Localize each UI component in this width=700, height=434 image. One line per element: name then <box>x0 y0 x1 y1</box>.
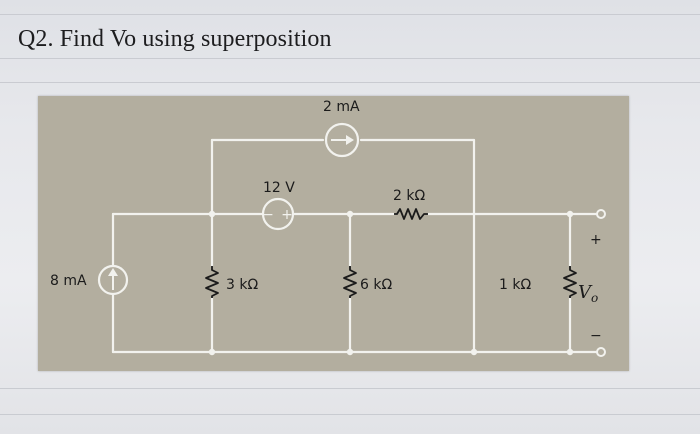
circuit-diagram: 8 mA 3 kΩ − + 12 V 2 mA 2 kΩ 6 kΩ 1 kΩ +… <box>38 96 629 371</box>
voltage-source-12v-label: 12 V <box>263 180 295 196</box>
ruled-line <box>0 414 700 415</box>
junction-dot <box>470 348 478 356</box>
output-terminal-top <box>596 209 606 219</box>
junction-dot <box>346 210 354 218</box>
resistor-6k <box>343 266 357 298</box>
current-source-2ma <box>324 122 360 158</box>
voltage-source-plus: + <box>281 207 293 223</box>
output-terminal-bottom <box>596 347 606 357</box>
output-minus-sign: − <box>590 328 602 344</box>
junction-dot <box>208 348 216 356</box>
ruled-line <box>0 58 700 59</box>
resistor-3k-label: 3 kΩ <box>226 277 258 293</box>
voltage-source-minus: − <box>262 207 274 223</box>
resistor-2k-label: 2 kΩ <box>393 188 425 204</box>
output-voltage-label: V <box>578 282 593 303</box>
ruled-line <box>0 82 700 83</box>
junction-dot <box>208 210 216 218</box>
junction-dot <box>566 348 574 356</box>
current-source-8ma <box>97 264 129 296</box>
ruled-line <box>0 388 700 389</box>
current-source-2ma-label: 2 mA <box>323 99 360 115</box>
resistor-2k <box>394 208 428 220</box>
current-source-8ma-label: 8 mA <box>50 273 87 289</box>
junction-dot <box>566 210 574 218</box>
resistor-1k-label: 1 kΩ <box>499 277 531 293</box>
output-voltage-subscript: o <box>591 291 598 305</box>
question-title: Q2. Find Vo using superposition <box>18 26 332 52</box>
ruled-line <box>0 14 700 15</box>
resistor-6k-label: 6 kΩ <box>360 277 392 293</box>
output-plus-sign: + <box>590 232 602 248</box>
junction-dot <box>346 348 354 356</box>
resistor-3k <box>205 266 219 298</box>
resistor-1k <box>563 266 577 298</box>
voltage-source-12v: − + <box>261 197 295 231</box>
